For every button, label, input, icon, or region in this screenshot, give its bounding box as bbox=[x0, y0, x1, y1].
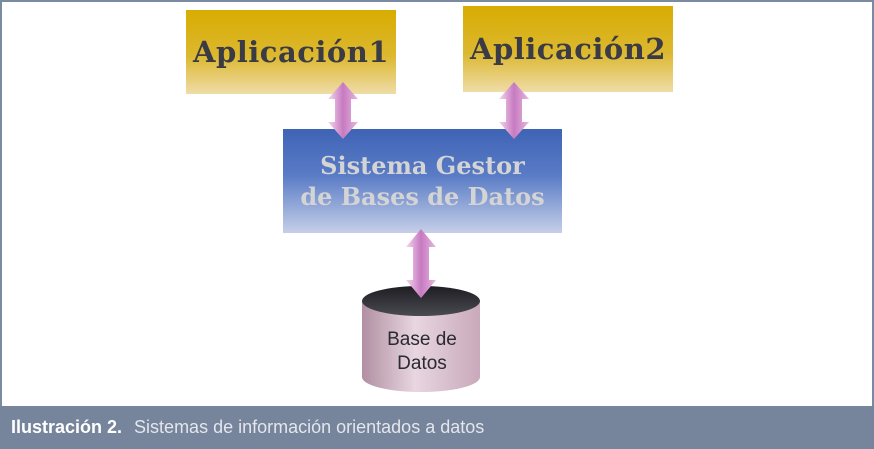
caption-text: Sistemas de información orientados a dat… bbox=[134, 417, 485, 437]
application-2-label: Aplicación2 bbox=[469, 32, 667, 66]
caption-label: Ilustración 2. bbox=[11, 417, 123, 437]
application-1-box: Aplicación1 bbox=[186, 10, 396, 94]
dbms-label-line1: Sistema Gestor bbox=[320, 151, 525, 180]
database-label-line1: Base de bbox=[387, 329, 457, 350]
application-1-label: Aplicación1 bbox=[192, 35, 390, 69]
database-label-line2: Datos bbox=[397, 353, 447, 374]
figure-caption: Ilustración 2. Sistemas de información o… bbox=[0, 406, 874, 449]
database-label: Base de Datos bbox=[362, 328, 482, 376]
dbms-box: Sistema Gestor de Bases de Datos bbox=[283, 129, 562, 233]
dbms-label-line2: de Bases de Datos bbox=[300, 182, 545, 211]
application-2-box: Aplicación2 bbox=[463, 6, 673, 92]
